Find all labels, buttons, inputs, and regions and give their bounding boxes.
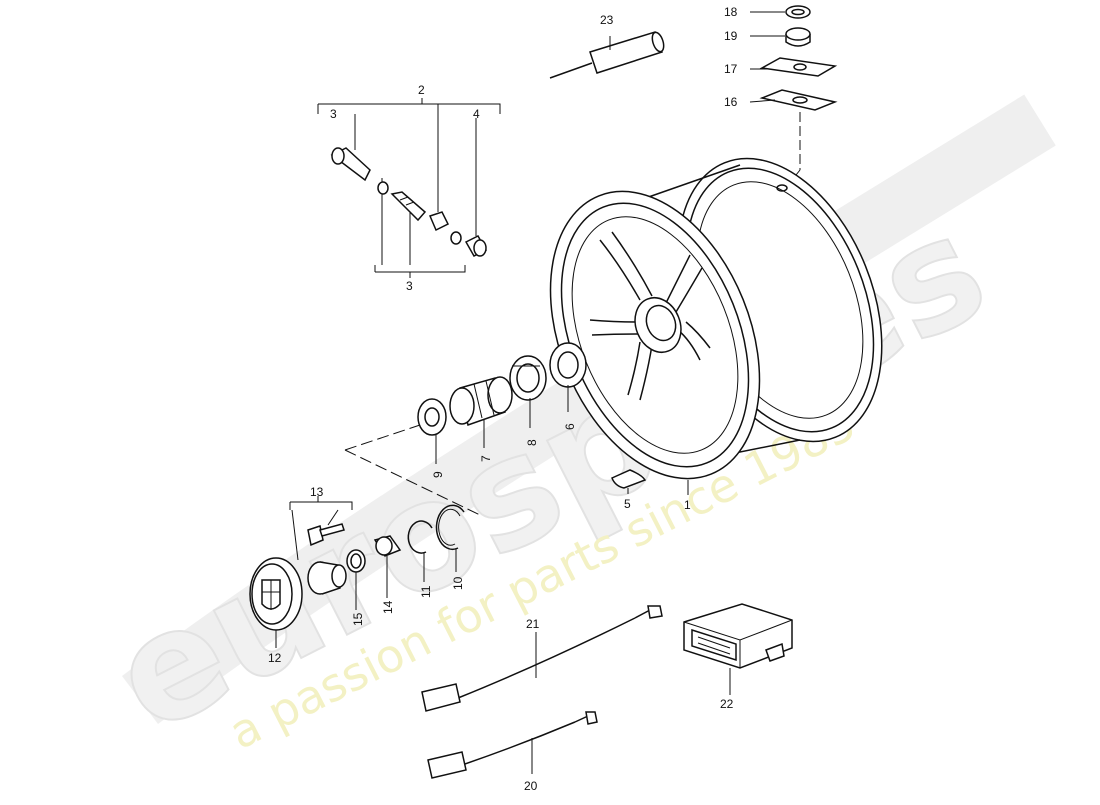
part-13-lock-cylinder <box>307 561 347 595</box>
callout-11: 11 <box>419 585 433 598</box>
part-2-nut <box>428 211 450 232</box>
callout-9: 9 <box>431 471 445 478</box>
watermark: eurospares a passion for parts since 198… <box>86 94 1056 768</box>
part-1-wheel <box>549 157 883 480</box>
part-valve-washer <box>450 231 462 245</box>
guide-line-lower <box>344 449 481 516</box>
watermark-brand: eurospares <box>87 181 1011 767</box>
callout-3-top: 3 <box>330 107 337 121</box>
part-13-key <box>307 523 345 547</box>
part-5-weight <box>611 469 647 489</box>
callout-4: 4 <box>473 107 480 121</box>
part-11-circlip <box>407 520 433 554</box>
callout-16: 16 <box>724 95 738 109</box>
part-19-plug <box>785 27 811 47</box>
part-valve-o-ring <box>377 181 389 195</box>
porsche-crest-icon <box>261 579 281 610</box>
callout-14: 14 <box>381 600 395 614</box>
callout-6: 6 <box>563 423 577 430</box>
callout-15: 15 <box>351 612 365 626</box>
callout-3-bottom: 3 <box>406 279 413 293</box>
callout-21: 21 <box>526 617 540 631</box>
callout-2: 2 <box>418 83 425 97</box>
callout-1: 1 <box>684 498 691 512</box>
part-17-plate <box>759 57 838 77</box>
callout-18: 18 <box>724 5 738 19</box>
part-7-sleeve <box>449 376 513 426</box>
part-13-lock-bracket <box>289 496 353 561</box>
part-16-plate <box>759 89 838 111</box>
part-12-center-cap <box>249 557 303 631</box>
callout-5: 5 <box>624 497 631 511</box>
callout-19: 19 <box>724 29 738 43</box>
part-20-sensor-cable <box>427 711 598 779</box>
callout-10: 10 <box>451 576 465 590</box>
leader-lines <box>275 11 785 774</box>
callout-17: 17 <box>724 62 738 76</box>
callout-12: 12 <box>268 651 282 665</box>
callout-7: 7 <box>479 455 493 462</box>
guide-line-upper <box>344 424 421 451</box>
callout-20: 20 <box>524 779 538 793</box>
part-6-ring <box>549 342 587 388</box>
callout-labels: 23 18 19 17 16 2 3 4 3 1 5 6 8 7 9 13 10… <box>268 5 738 793</box>
part-21-sensor-cable <box>421 605 663 712</box>
callout-13: 13 <box>310 485 324 499</box>
part-8-ring <box>509 355 547 401</box>
part-9-washer <box>417 398 447 436</box>
callout-22: 22 <box>720 697 734 711</box>
part-14-nut <box>373 535 402 557</box>
part-4-valve-cap <box>464 235 488 257</box>
part-3-valve-stem <box>330 147 371 182</box>
callout-8: 8 <box>525 439 539 446</box>
part-10-ring <box>435 504 465 551</box>
callout-23: 23 <box>600 13 614 27</box>
watermark-swoosh <box>122 94 1056 725</box>
part-22-control-unit <box>683 603 793 669</box>
part-18-washer <box>785 5 811 19</box>
part-3-valve-core <box>390 191 427 222</box>
part-2-valve-assembly <box>317 98 501 278</box>
part-23-tube <box>549 31 665 79</box>
